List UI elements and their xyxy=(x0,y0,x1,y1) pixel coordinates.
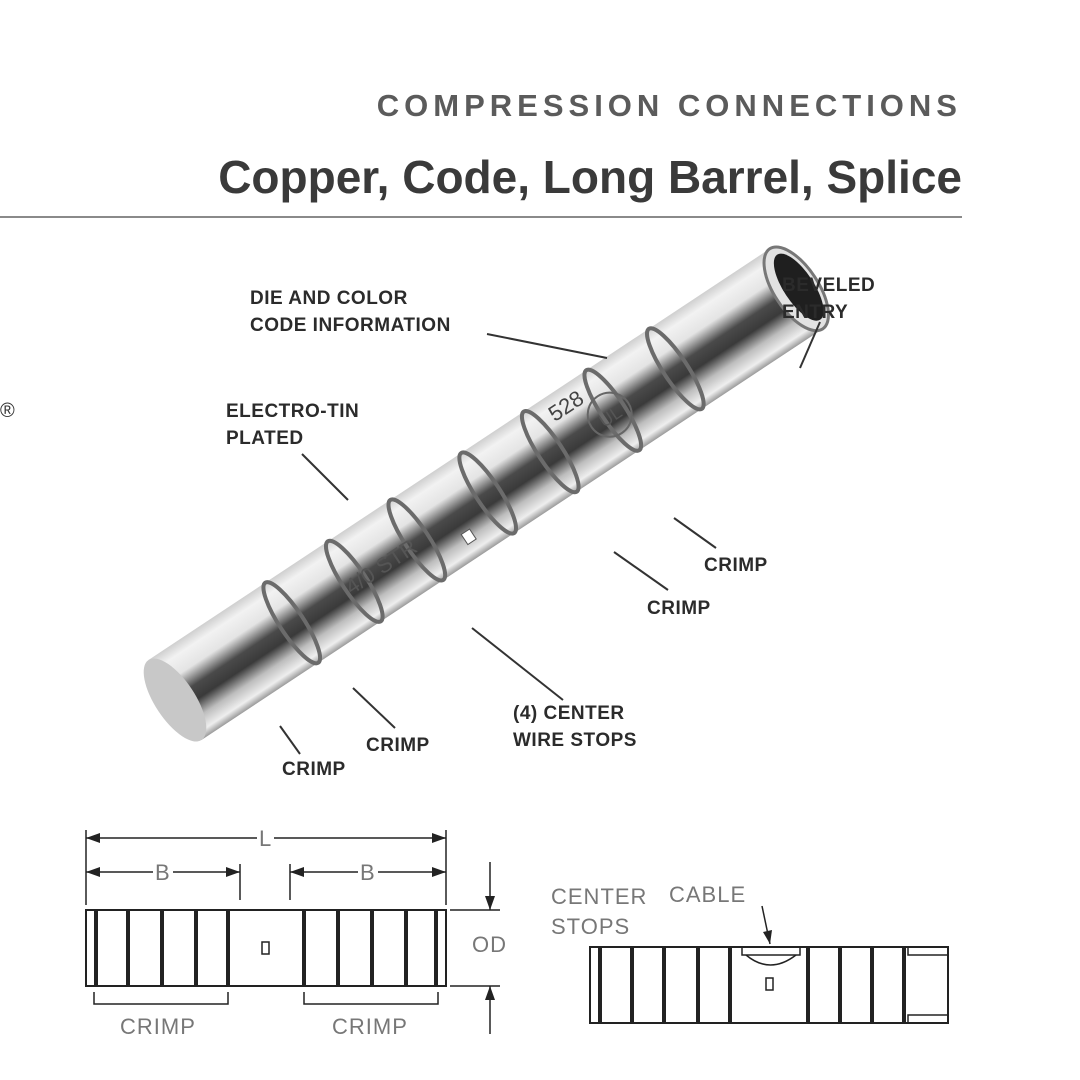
beveled-entry-opening xyxy=(773,253,824,321)
outer-diameter-label: OD xyxy=(472,932,507,957)
dimension-drawing xyxy=(85,830,500,1034)
dimension-body xyxy=(85,909,447,987)
dimension-crimp-right-label: CRIMP xyxy=(332,1014,408,1039)
callout-leaders xyxy=(279,321,821,755)
dimension-crimp-left-label: CRIMP xyxy=(120,1014,196,1039)
barrel-body xyxy=(148,248,823,741)
barrel-left-end xyxy=(143,658,207,742)
section-stop-mark xyxy=(765,977,774,991)
registered-mark: ® xyxy=(0,400,15,422)
section-bevel-top xyxy=(907,946,949,956)
crimp-bands xyxy=(261,326,706,666)
section-drawing xyxy=(589,905,949,1024)
dimension-crimp-lines xyxy=(94,910,438,986)
center-stops-label: CENTER STOPS xyxy=(551,884,648,939)
beveled-entry-callout: BEVELED ENTRY xyxy=(782,275,876,323)
title-divider xyxy=(0,216,962,218)
electro-tin-callout: ELECTRO-TIN PLATED xyxy=(226,401,360,449)
section-crimp-lines xyxy=(598,947,906,1023)
section-bevel-bottom xyxy=(907,1014,949,1024)
section-center-stop-hatch xyxy=(741,946,801,956)
crimp-callout-2: CRIMP xyxy=(647,598,711,619)
barrel-length-right-label: B xyxy=(358,860,378,886)
crimp-callout-4: CRIMP xyxy=(282,759,346,780)
barrel-length-left-label: B xyxy=(153,860,173,886)
section-heading: COMPRESSION CONNECTIONS xyxy=(376,88,962,123)
splice-barrel: 4/0 STR 528 UL xyxy=(143,245,830,742)
crimp-callout-3: CRIMP xyxy=(366,735,430,756)
center-wire-stops-callout: (4) CENTER WIRE STOPS xyxy=(513,703,637,751)
length-label: L xyxy=(257,826,275,852)
ul-mark xyxy=(586,391,633,438)
dimension-stop-mark xyxy=(261,941,270,955)
page-title: Copper, Code, Long Barrel, Splice xyxy=(218,151,962,203)
crimp-callout-1: CRIMP xyxy=(704,555,768,576)
cable-label: CABLE xyxy=(669,882,747,907)
die-color-callout: DIE AND COLOR CODE INFORMATION xyxy=(250,288,451,336)
center-wire-stop xyxy=(460,528,477,546)
section-body xyxy=(589,946,949,1024)
